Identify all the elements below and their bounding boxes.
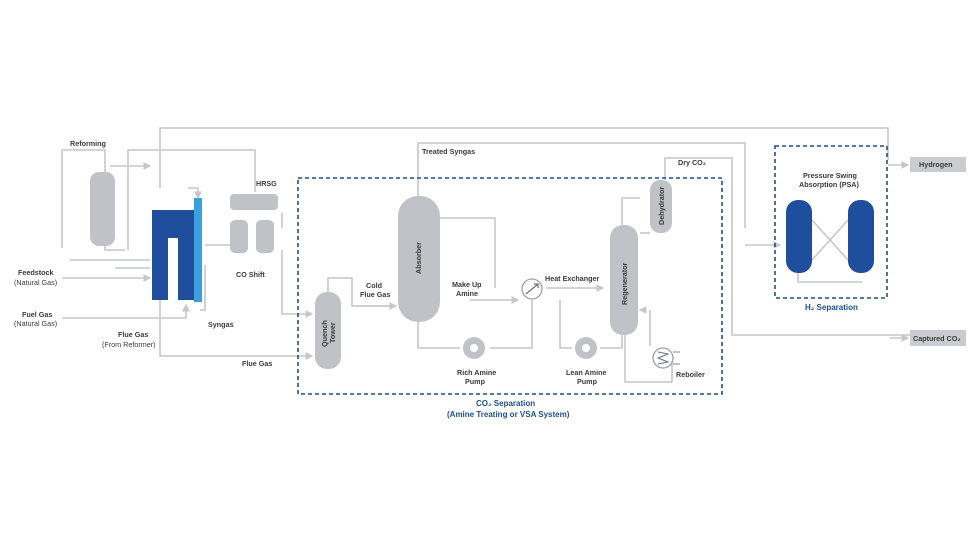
rich-amine-pump-label-2: Pump (465, 377, 486, 386)
reboiler-label: Reboiler (676, 370, 705, 379)
dehydrator (650, 180, 672, 233)
h2-separation-label: H₂ Separation (805, 303, 858, 312)
psa-label-2: Absorption (PSA) (799, 180, 859, 189)
co2-separation-boundary (297, 177, 723, 395)
h2-separation-boundary (774, 145, 888, 299)
heat-exchanger-label: Heat Exchanger (545, 274, 600, 283)
reformer (152, 198, 202, 302)
co2-separation-title: CO₂ Separation (476, 399, 535, 408)
lean-amine-pump (575, 337, 597, 359)
regenerator (610, 225, 638, 335)
syngas-label: Syngas (208, 320, 234, 329)
quench-tower-label-1: Quench (320, 320, 329, 347)
co-shift-label: CO Shift (236, 270, 265, 279)
flue-gas-reformer-label: Flue Gas (118, 330, 148, 339)
psa-label-1: Pressure Swing (803, 171, 857, 180)
hrsg-label: HRSG (256, 179, 277, 188)
psa-vessels (786, 200, 874, 273)
hydrogen-label: Hydrogen (919, 160, 953, 169)
feedstock-label: Feedstock (18, 268, 54, 277)
flue-gas-label: Flue Gas (242, 359, 272, 368)
cold-flue-gas-label-2: Flue Gas (360, 290, 390, 299)
pipe-network (61, 127, 910, 383)
cold-flue-gas-label-1: Cold (366, 281, 382, 290)
make-up-amine-label-2: Amine (456, 289, 478, 298)
absorber (398, 196, 440, 322)
hrsg (230, 194, 278, 210)
fuel-gas-sublabel: (Natural Gas) (14, 319, 57, 328)
lean-amine-pump-label-1: Lean Amine (566, 368, 606, 377)
captured-co2-label: Captured CO₂ (913, 334, 961, 343)
quench-tower-label-2: Tower (328, 322, 337, 343)
lean-amine-pump-label-2: Pump (577, 377, 598, 386)
reforming-label: Reforming (70, 139, 106, 148)
fuel-gas-label: Fuel Gas (22, 310, 52, 319)
make-up-amine-label-1: Make Up (452, 280, 482, 289)
dehydrator-label: Dehydrator (657, 186, 666, 225)
flue-gas-reformer-sublabel: (From Reformer) (102, 340, 156, 349)
hydrogen-outlet (910, 157, 966, 172)
heat-exchanger (521, 278, 543, 300)
dry-co2-label: Dry CO₂ (678, 158, 706, 167)
reboiler (652, 347, 680, 369)
reforming-vessel (90, 172, 115, 246)
quench-tower (315, 292, 341, 369)
co2-separation-subtitle: (Amine Treating or VSA System) (447, 410, 570, 419)
rich-amine-pump-label-1: Rich Amine (457, 368, 496, 377)
feedstock-sublabel: (Natural Gas) (14, 278, 57, 287)
treated-syngas-label: Treated Syngas (422, 147, 475, 156)
absorber-label: Absorber (414, 242, 423, 274)
regenerator-label: Regenerator (620, 262, 629, 305)
captured-co2-outlet (910, 330, 966, 346)
rich-amine-pump (463, 337, 485, 359)
co-shift (230, 220, 274, 253)
